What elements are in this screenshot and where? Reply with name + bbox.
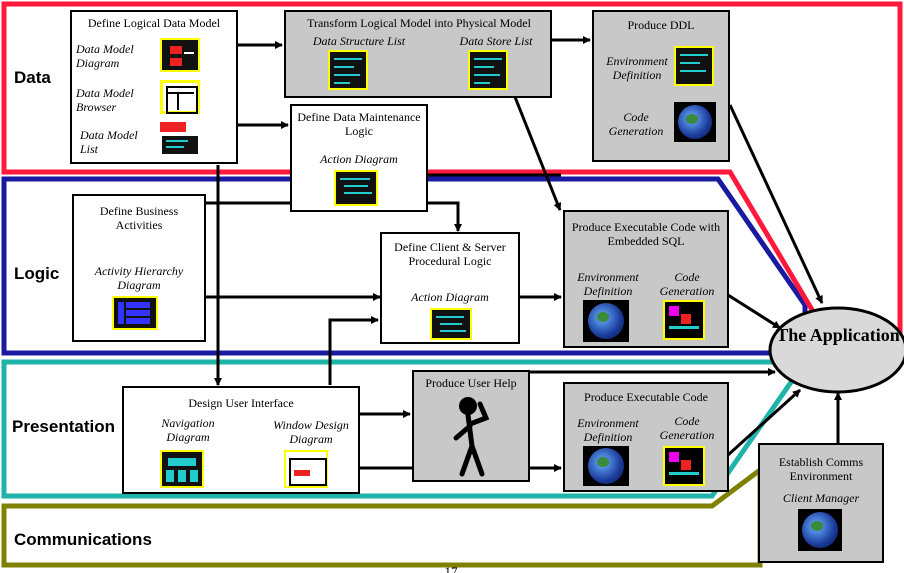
design-user-interface-box[interactable]: Design User Interface Navigation Diagram… [122,386,360,494]
data-model-list-icon[interactable] [160,122,200,156]
window-design-diagram-icon[interactable] [284,450,328,488]
page-number: 17 [444,564,458,573]
presentation-lane [1,359,810,499]
globe-icon[interactable] [798,509,842,551]
box-title: Define Business Activities [99,204,179,232]
action-diagram-label: Action Diagram [320,152,398,166]
application-label: The Application [776,325,900,345]
box-title: Define Client & Server Procedural Logic [394,240,506,268]
box-title: Design User Interface [188,396,294,410]
environment-definition-label: Environment Definition [577,416,639,444]
logical-data-model-box[interactable]: Define Logical Data Model Data Model Dia… [70,10,238,164]
data-store-list-label: Data Store List [459,34,533,48]
box-title: Produce Executable Code with Embedded SQ… [571,220,721,248]
business-activities-box[interactable]: Define Business Activities Activity Hier… [72,194,206,342]
arrow-ui-clientserver [328,316,379,385]
data-store-list-icon[interactable] [468,50,508,90]
data-model-list-label: Data Model List [80,128,138,156]
arrow-execsql-app [727,293,781,330]
box-title: Define Data Maintenance Logic [297,110,421,138]
code-generation-label: Code Generation [659,270,715,298]
globe-icon[interactable] [674,102,716,142]
box-title: Produce Executable Code [584,390,708,404]
produce-user-help-box[interactable]: Produce User Help [412,370,530,482]
activity-hierarchy-label: Activity Hierarchy Diagram [94,264,184,292]
box-title: Establish Comms Environment [778,455,864,483]
activity-hierarchy-icon[interactable] [112,296,158,330]
produce-ddl-box[interactable]: Produce DDL Environment Definition Code … [592,10,730,162]
data-structure-list-icon[interactable] [328,50,368,90]
code-generation-label: Code Generation [659,414,715,442]
box-title: Produce DDL [627,18,695,32]
code-generation-icon[interactable] [663,300,705,340]
action-diagram-label: Action Diagram [411,290,489,304]
navigation-diagram-icon[interactable] [160,450,204,488]
data-model-diagram-label: Data Model Diagram [76,42,134,70]
environment-definition-icon[interactable] [674,46,714,86]
client-server-logic-box[interactable]: Define Client & Server Procedural Logic … [380,232,520,344]
data-model-browser-label: Data Model Browser [76,86,134,114]
application-ellipse [768,306,904,394]
comms-environment-box[interactable]: Establish Comms Environment Client Manag… [758,443,884,563]
lane-label-communications: Communications [14,530,152,549]
box-title: Produce User Help [425,376,517,390]
globe-icon[interactable] [583,446,629,486]
data-model-diagram-icon[interactable] [160,38,200,72]
thinking-person-icon [453,397,490,477]
navigation-diagram-label: Navigation Diagram [161,416,215,444]
environment-definition-label: Environment Definition [577,270,639,298]
arrow-transform-execsql [513,96,562,211]
arrow-ddl-app [728,104,824,304]
data-maintenance-box[interactable]: Define Data Maintenance Logic Action Dia… [290,104,428,212]
data-model-browser-icon[interactable] [160,80,200,114]
environment-definition-label: Environment Definition [606,54,668,82]
action-diagram-icon[interactable] [334,170,378,206]
window-design-diagram-label: Window Design Diagram [273,418,349,446]
code-generation-icon[interactable] [663,446,705,486]
arrow-exec-app [726,388,802,457]
transform-model-box[interactable]: Transform Logical Model into Physical Mo… [284,10,552,98]
executable-code-box[interactable]: Produce Executable Code Environment Defi… [563,382,729,492]
lane-label-presentation: Presentation [12,417,115,436]
action-diagram-icon[interactable] [430,308,472,340]
executable-sql-box[interactable]: Produce Executable Code with Embedded SQ… [563,210,729,348]
lane-label-logic: Logic [14,264,60,283]
client-manager-label: Client Manager [782,491,860,505]
code-generation-label: Code Generation [608,110,664,138]
data-structure-list-label: Data Structure List [312,34,406,48]
lane-label-data: Data [14,68,51,87]
box-title: Transform Logical Model into Physical Mo… [307,16,531,30]
globe-icon[interactable] [583,300,629,342]
box-title: Define Logical Data Model [87,16,221,30]
